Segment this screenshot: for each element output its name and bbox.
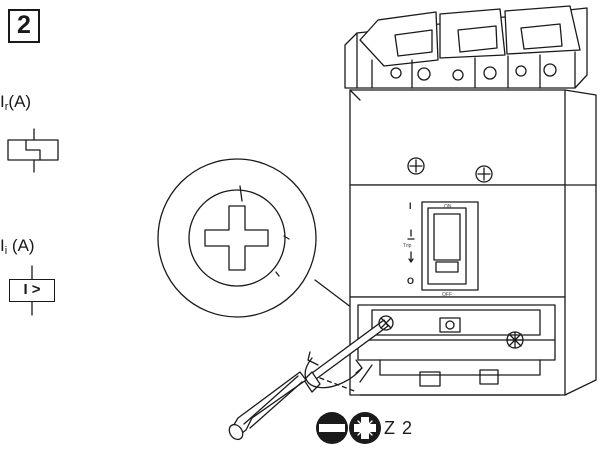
ir-main: I xyxy=(0,92,5,111)
trip-label: Trip xyxy=(403,243,412,249)
cross-slot-icon xyxy=(204,205,269,271)
switch-off-label: OFF xyxy=(442,292,452,298)
toggle-slot xyxy=(421,201,479,291)
instantaneous-symbol-box: I > xyxy=(9,279,55,302)
zoom-detail-circle xyxy=(157,158,369,321)
ii-label: Ii (A) xyxy=(0,236,35,257)
rotation-arrow-icon xyxy=(304,351,363,389)
pozidriv-icon xyxy=(349,412,381,444)
ir-label: Ir(A) xyxy=(0,92,31,113)
thermal-trip-symbol xyxy=(7,128,59,173)
switch-on-mark: I xyxy=(409,201,412,211)
switch-off-mark: O xyxy=(407,276,415,286)
circuit-breaker xyxy=(344,5,597,396)
step-number-box: 2 xyxy=(8,9,40,43)
ir-unit: (A) xyxy=(8,92,32,111)
ir-sub: r xyxy=(4,101,9,113)
toggle-handle xyxy=(433,213,461,261)
tool-size-label: Z 2 xyxy=(384,418,414,438)
ii-unit: (A) xyxy=(11,236,35,255)
ii-sub: i xyxy=(4,245,8,257)
screwdriver-icon xyxy=(228,315,394,441)
flat-blade-icon xyxy=(316,412,348,444)
ii-main: I xyxy=(0,236,5,255)
switch-on-label: ON xyxy=(444,204,452,210)
